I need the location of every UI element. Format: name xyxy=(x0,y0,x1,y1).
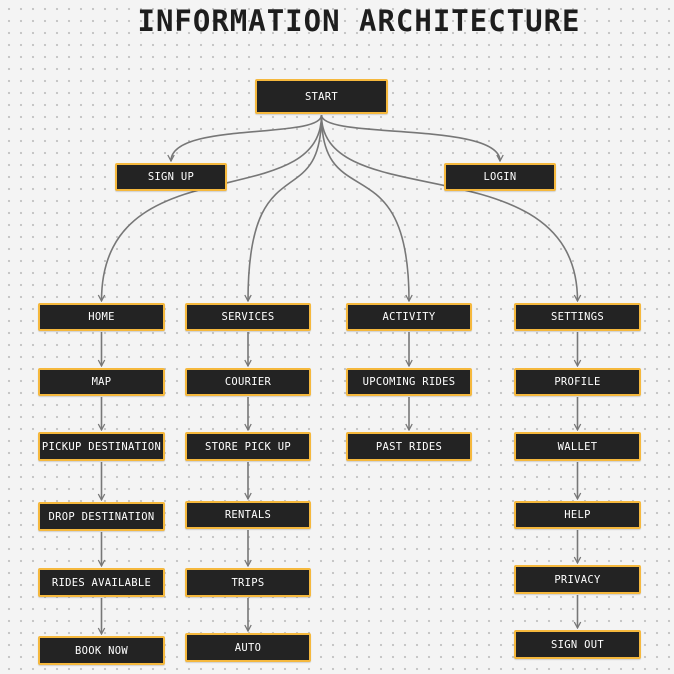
edge-start-to-services xyxy=(248,114,323,301)
edge-start-to-login xyxy=(320,114,501,161)
activity-node[interactable]: ACTIVITY xyxy=(346,303,472,331)
edge-start-to-home xyxy=(102,114,323,301)
rentals-node[interactable]: RENTALS xyxy=(185,501,311,529)
auto-node[interactable]: AUTO xyxy=(185,633,311,662)
edge-start-to-signup xyxy=(171,114,323,161)
book-now-node[interactable]: BOOK NOW xyxy=(38,636,165,665)
profile-node[interactable]: PROFILE xyxy=(514,368,641,396)
privacy-node[interactable]: PRIVACY xyxy=(514,565,641,594)
pickup-destination-node[interactable]: PICKUP DESTINATION xyxy=(38,432,165,461)
courier-node[interactable]: COURIER xyxy=(185,368,311,396)
login-node[interactable]: LOGIN xyxy=(444,163,556,191)
settings-node[interactable]: SETTINGS xyxy=(514,303,641,331)
rides-available-node[interactable]: RIDES AVAILABLE xyxy=(38,568,165,597)
sign-up-node[interactable]: SIGN UP xyxy=(115,163,227,191)
store-pick-up-node[interactable]: STORE PICK UP xyxy=(185,432,311,461)
services-node[interactable]: SERVICES xyxy=(185,303,311,331)
drop-destination-node[interactable]: DROP DESTINATION xyxy=(38,502,165,531)
start-node[interactable]: START xyxy=(255,79,388,114)
past-rides-node[interactable]: PAST RIDES xyxy=(346,432,472,461)
upcoming-rides-node[interactable]: UPCOMING RIDES xyxy=(346,368,472,396)
sign-out-node[interactable]: SIGN OUT xyxy=(514,630,641,659)
edge-start-to-settings xyxy=(320,114,578,301)
diagram-title: INFORMATION ARCHITECTURE xyxy=(137,4,581,38)
trips-node[interactable]: TRIPS xyxy=(185,568,311,597)
help-node[interactable]: HELP xyxy=(514,501,641,529)
edge-start-to-activity xyxy=(320,114,410,301)
wallet-node[interactable]: WALLET xyxy=(514,432,641,461)
map-node[interactable]: MAP xyxy=(38,368,165,396)
home-node[interactable]: HOME xyxy=(38,303,165,331)
